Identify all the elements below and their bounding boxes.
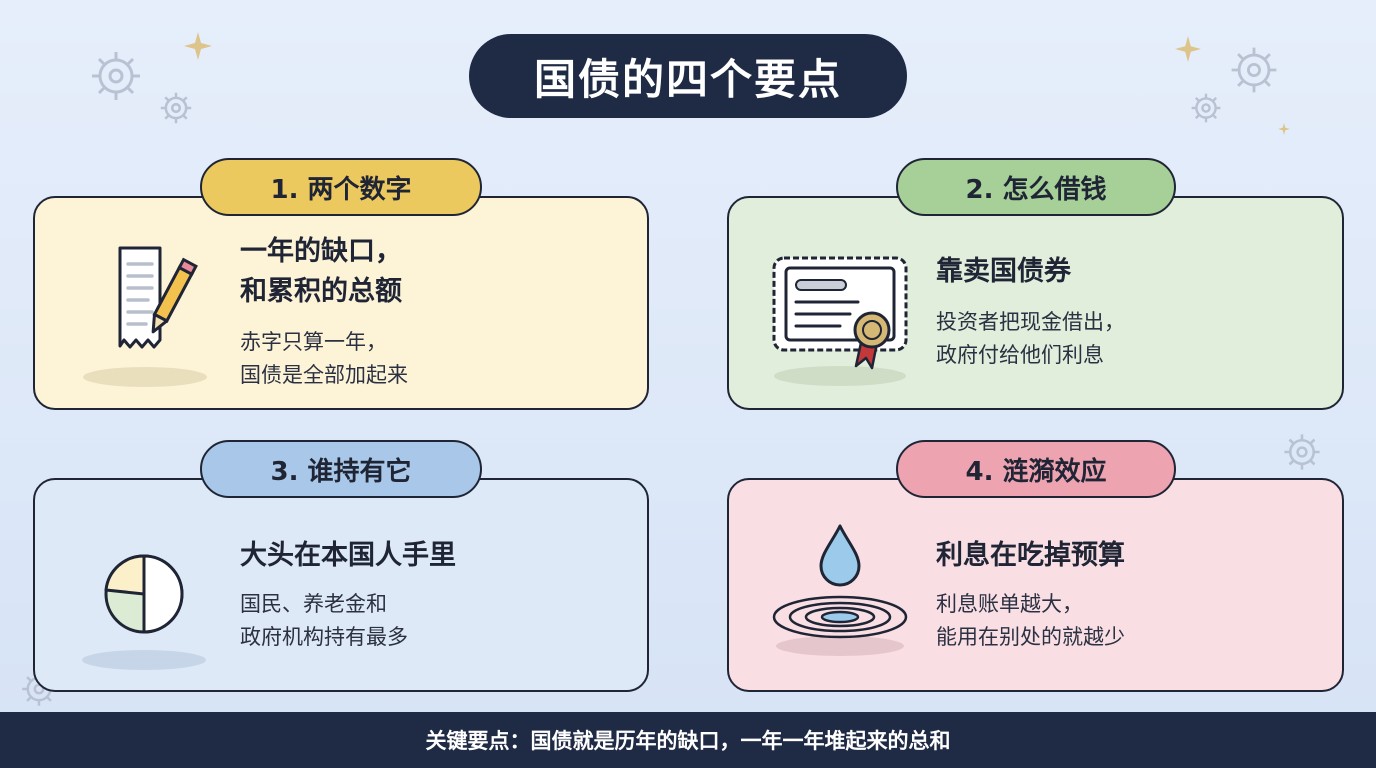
card-body-1b: 国债是全部加起来 <box>240 363 408 387</box>
pie-chart-icon <box>82 554 206 670</box>
card-heading-1a: 一年的缺口， <box>240 236 402 267</box>
card-ripple-effect <box>727 478 1344 692</box>
card-body-2b: 政府付给他们利息 <box>936 343 1104 367</box>
card-badge-3: 3. 谁持有它 <box>200 440 482 498</box>
card-body-2a: 投资者把现金借出， <box>936 310 1125 334</box>
sparkle-icon <box>1175 36 1201 62</box>
sparkle-icon <box>1278 123 1290 135</box>
card-body-3a: 国民、养老金和 <box>240 592 387 616</box>
card-heading-1b: 和累积的总额 <box>240 276 402 307</box>
card-body-4b: 能用在别处的就越少 <box>936 625 1125 649</box>
bond-certificate-icon <box>772 256 908 386</box>
page-title: 国债的四个要点 <box>469 34 907 118</box>
card-body-1a: 赤字只算一年， <box>240 330 387 354</box>
receipt-pencil-icon <box>83 246 207 387</box>
card-badge-1: 1. 两个数字 <box>200 158 482 216</box>
card-heading-2: 靠卖国债券 <box>936 256 1071 287</box>
water-drop-ripple-icon <box>772 524 908 656</box>
key-takeaway-bar: 关键要点：国债就是历年的缺口，一年一年堆起来的总和 <box>0 712 1376 768</box>
gear-icon <box>92 52 140 100</box>
card-badge-2: 2. 怎么借钱 <box>896 158 1176 216</box>
sparkle-icon <box>184 32 212 60</box>
card-heading-4: 利息在吃掉预算 <box>936 540 1125 571</box>
gear-icon <box>1284 434 1320 470</box>
gear-icon <box>160 92 192 124</box>
card-heading-3: 大头在本国人手里 <box>240 540 456 571</box>
card-badge-4: 4. 涟漪效应 <box>896 440 1176 498</box>
card-body-3b: 政府机构持有最多 <box>240 625 408 649</box>
gear-icon <box>1191 93 1221 123</box>
card-body-4a: 利息账单越大， <box>936 592 1083 616</box>
gear-icon <box>1231 47 1277 93</box>
